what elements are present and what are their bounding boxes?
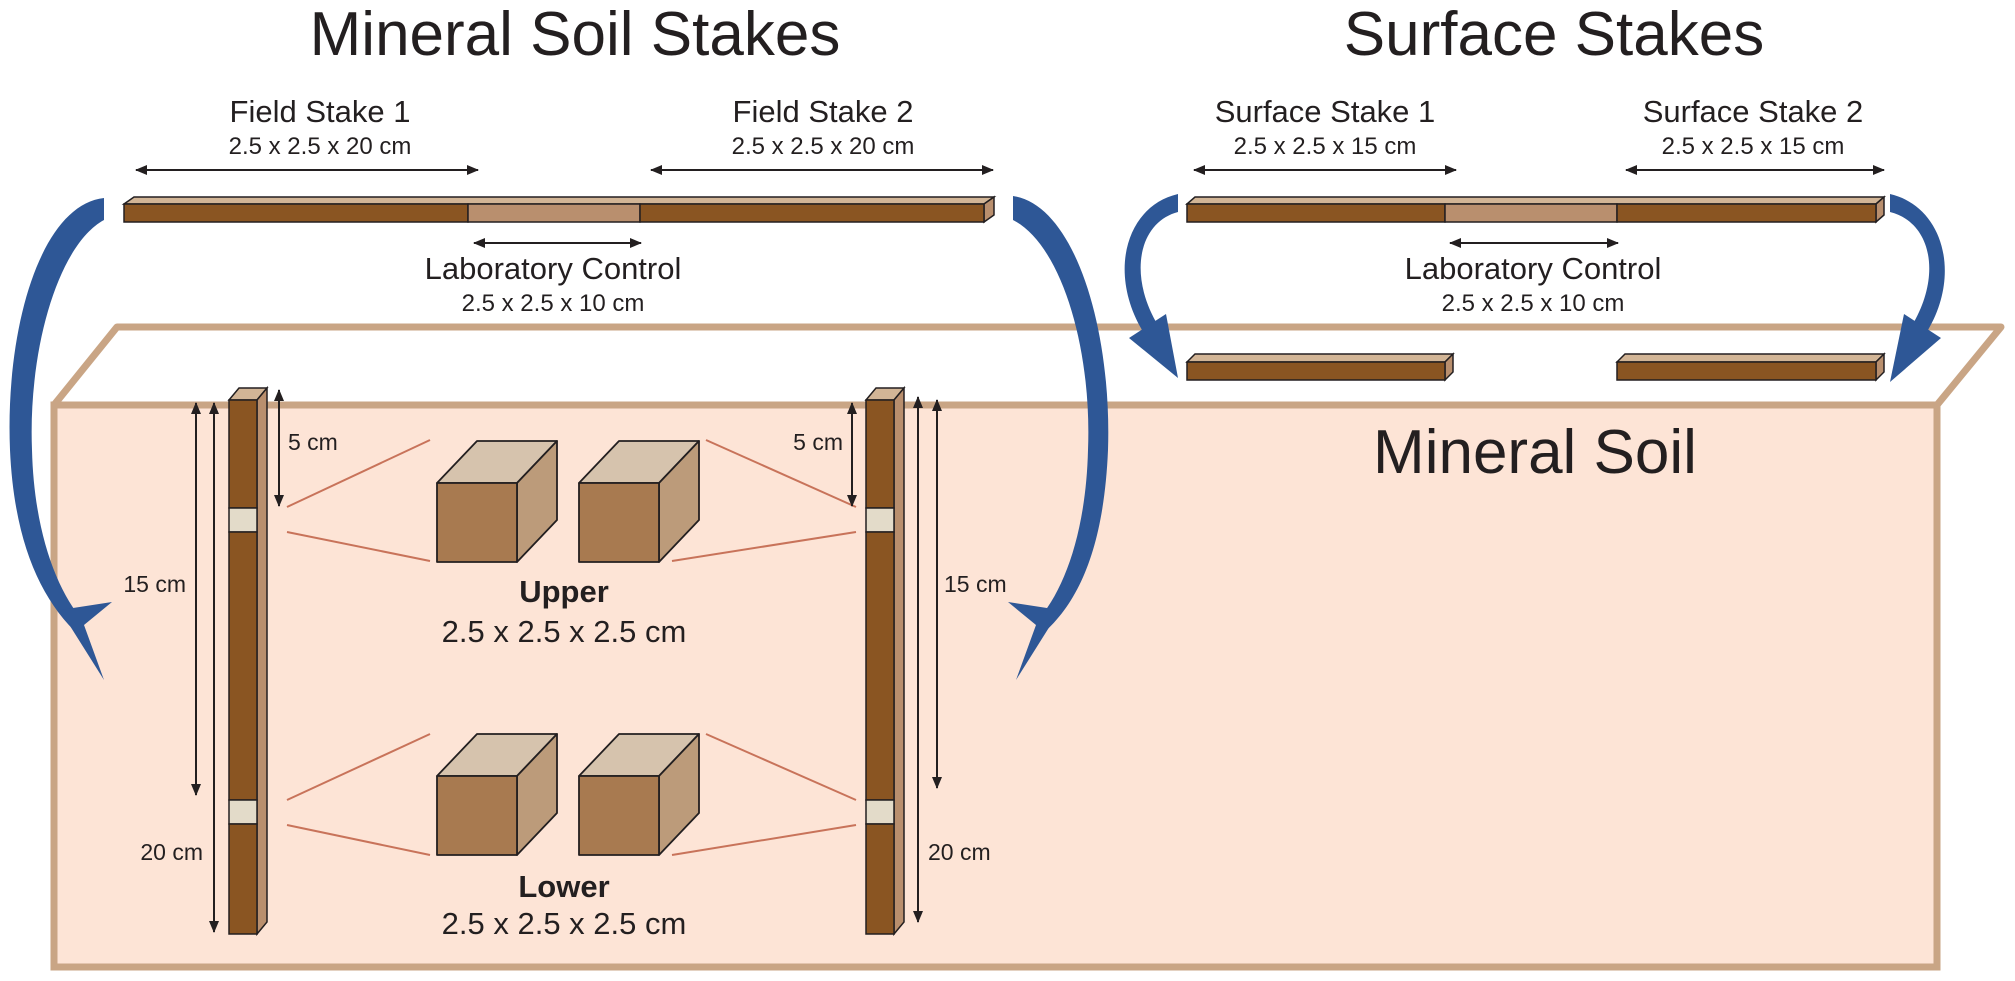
left-20cm-label: 20 cm — [140, 839, 203, 865]
surface-stake-1-placed — [1185, 352, 1455, 382]
upper-sample-cube-2 — [578, 440, 700, 563]
mineral-control-segment — [467, 203, 641, 223]
right-20cm-label: 20 cm — [928, 839, 991, 865]
surface-top-stake — [1185, 195, 1886, 224]
soil-box — [50, 323, 2005, 971]
mineral-stakes-title: Mineral Soil Stakes — [310, 0, 841, 69]
field-stake-2-label: Field Stake 2 — [733, 94, 914, 129]
mineral-control-dims: 2.5 x 2.5 x 10 cm — [462, 290, 645, 317]
right-15cm-label: 15 cm — [944, 571, 1007, 597]
right-5cm-label: 5 cm — [793, 429, 843, 455]
right-lower-sample-slot — [865, 799, 895, 825]
mineral-field-stake-2-segment — [639, 203, 985, 223]
left-field-stake — [227, 385, 269, 937]
surface-control-dims: 2.5 x 2.5 x 10 cm — [1442, 290, 1625, 317]
lower-sample-cube-1 — [436, 733, 558, 856]
blue-curved-arrow-icon — [1890, 194, 1945, 382]
left-5cm-label: 5 cm — [288, 429, 338, 455]
left-15cm-label: 15 cm — [123, 571, 186, 597]
arrow-right-surface — [1890, 194, 1945, 330]
right-upper-sample-slot — [865, 507, 895, 533]
surface-stake-1-label: Surface Stake 1 — [1215, 94, 1436, 129]
arrow-right-mineral — [1013, 196, 1109, 636]
lower-sample-cube-2 — [578, 733, 700, 856]
field-stake-1-label: Field Stake 1 — [230, 94, 411, 129]
surface-control-label: Laboratory Control — [1405, 251, 1662, 286]
lower-sample-dims: 2.5 x 2.5 x 2.5 cm — [442, 906, 687, 941]
surface-stake-2-dims: 2.5 x 2.5 x 15 cm — [1662, 133, 1845, 160]
upper-sample-cube-1 — [436, 440, 558, 563]
blue-curved-arrow-icon — [1124, 194, 1178, 378]
right-field-stake — [864, 385, 906, 937]
mineral-field-stake-1-segment — [123, 203, 469, 223]
surface-control-segment — [1444, 203, 1618, 223]
arrow-left-mineral-head — [60, 602, 112, 680]
left-lower-sample-slot — [228, 799, 258, 825]
mineral-top-stake — [121, 195, 997, 224]
surface-stakes-title: Surface Stakes — [1344, 0, 1764, 69]
field-stake-1-dims: 2.5 x 2.5 x 20 cm — [229, 133, 412, 160]
arrow-left-mineral — [9, 198, 104, 636]
lower-sample-label: Lower — [518, 869, 609, 904]
surface-stake-2-placed — [1615, 352, 1886, 382]
mineral-soil-label: Mineral Soil — [1373, 418, 1697, 487]
surface-stake-1-dims: 2.5 x 2.5 x 15 cm — [1234, 133, 1417, 160]
soil-front-face — [50, 401, 1941, 971]
arrow-left-surface — [1124, 194, 1178, 330]
arrow-right-surface-head — [1890, 314, 1941, 382]
surface-stake-2-label: Surface Stake 2 — [1643, 94, 1864, 129]
left-upper-sample-slot — [228, 507, 258, 533]
surface-stake-1-segment — [1186, 203, 1446, 223]
arrow-right-mineral-head — [1008, 602, 1060, 680]
upper-sample-dims: 2.5 x 2.5 x 2.5 cm — [442, 614, 687, 649]
surface-stake-2-segment — [1616, 203, 1877, 223]
field-stake-2-dims: 2.5 x 2.5 x 20 cm — [732, 133, 915, 160]
mineral-control-label: Laboratory Control — [425, 251, 682, 286]
sample-connectors — [286, 439, 857, 856]
blue-curved-arrow-icon — [1008, 196, 1109, 680]
arrow-left-surface-head — [1129, 314, 1178, 378]
blue-curved-arrow-icon — [9, 198, 112, 680]
upper-sample-label: Upper — [519, 574, 609, 609]
